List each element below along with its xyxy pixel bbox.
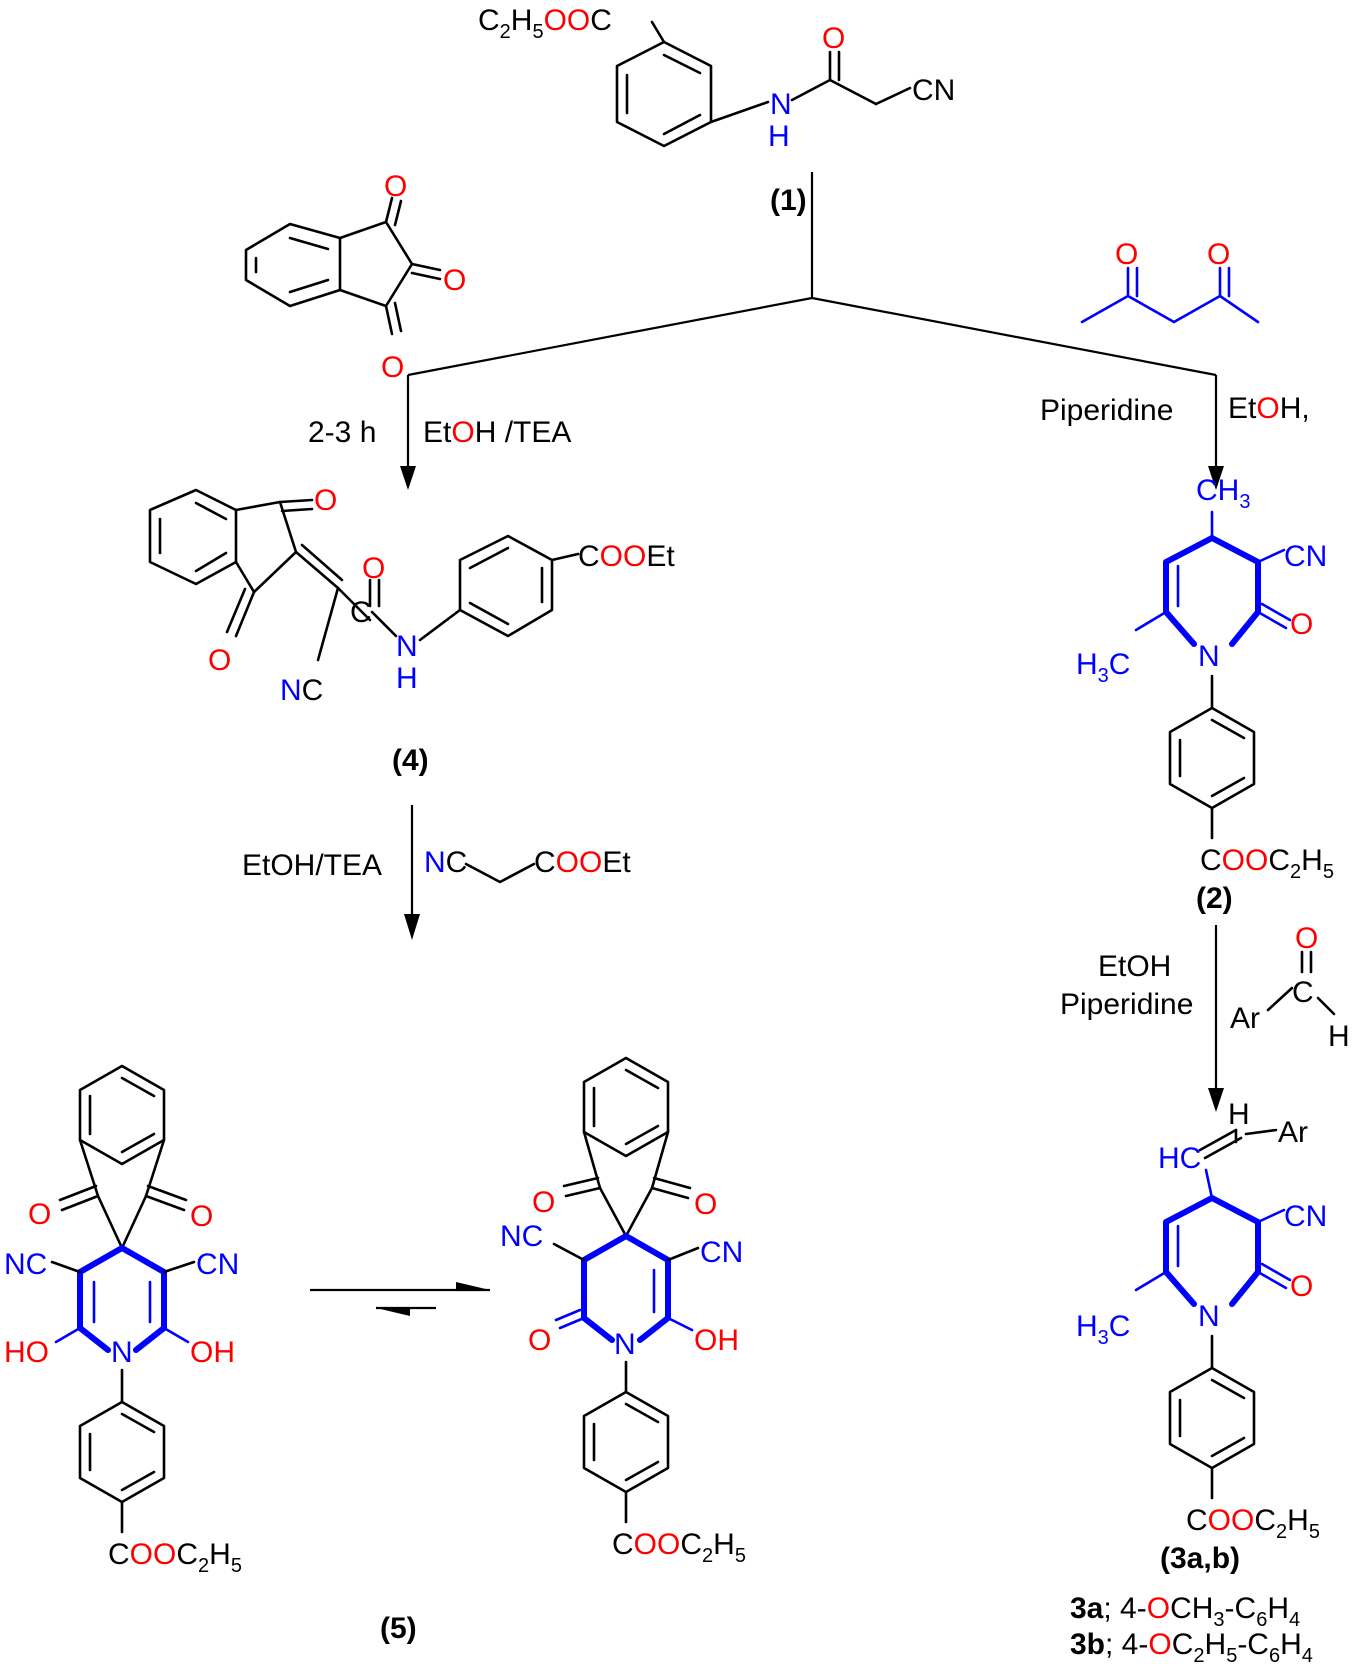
svg-text:O: O bbox=[1290, 608, 1313, 641]
amide-o: O bbox=[822, 22, 845, 55]
svg-text:O: O bbox=[314, 484, 337, 517]
svg-text:O: O bbox=[384, 170, 407, 203]
indanetrione: O O O bbox=[244, 170, 466, 384]
legend-3a: 3a; 4-OCH3-C6H4 bbox=[1070, 1592, 1300, 1631]
svg-text:O: O bbox=[532, 1186, 555, 1219]
equilibrium-arrows bbox=[310, 1282, 490, 1316]
label-5: (5) bbox=[380, 1612, 417, 1645]
nc-group-4: NC bbox=[280, 674, 323, 707]
svg-text:O: O bbox=[528, 1324, 551, 1357]
nitrile-cn: CN bbox=[912, 74, 955, 107]
svg-text:CN: CN bbox=[700, 1236, 743, 1269]
ester-group-4: COOEt bbox=[578, 540, 675, 573]
legend-3b: 3b; 4-OC2H5-C6H4 bbox=[1070, 1628, 1313, 1664]
svg-text:O: O bbox=[208, 644, 231, 677]
svg-text:O: O bbox=[28, 1198, 51, 1231]
branch-lines bbox=[400, 172, 1224, 490]
compound-4: O O NC O C N H COOEt (4) bbox=[148, 484, 675, 777]
h3c-group-2: H3C bbox=[1076, 648, 1130, 687]
step2-right: EtOH Piperidine Ar C O H bbox=[1060, 922, 1350, 1112]
label-3: (3a,b) bbox=[1160, 1542, 1240, 1575]
svg-text:O: O bbox=[362, 552, 385, 585]
svg-text:NC: NC bbox=[500, 1220, 543, 1253]
aldehyde-o: O bbox=[1295, 922, 1318, 955]
svg-text:N: N bbox=[111, 1336, 133, 1369]
svg-text:H: H bbox=[1228, 1098, 1250, 1131]
aldehyde-ar: Ar bbox=[1230, 1002, 1260, 1035]
svg-text:N: N bbox=[614, 1328, 636, 1361]
svg-text:O: O bbox=[1115, 238, 1138, 271]
svg-text:H: H bbox=[396, 662, 418, 695]
svg-text:N: N bbox=[1198, 640, 1220, 673]
compound-5: O O NC CN N HO OH COOC2H5 (5) bbox=[4, 1064, 417, 1645]
cond-right-solvent: EtOH, bbox=[1228, 392, 1310, 425]
svg-text:CN: CN bbox=[1284, 1200, 1327, 1233]
compound-1: C2H5OOC N H O CN (1) bbox=[478, 4, 955, 217]
svg-text:O: O bbox=[1207, 238, 1230, 271]
nh-h: H bbox=[768, 120, 790, 153]
svg-text:OH: OH bbox=[190, 1336, 235, 1369]
ester-group-3: COOC2H5 bbox=[1186, 1504, 1320, 1543]
svg-text:O: O bbox=[190, 1200, 213, 1233]
cyanoacetate: NC bbox=[424, 846, 467, 879]
svg-text:Piperidine: Piperidine bbox=[1060, 988, 1193, 1021]
nh-n: N bbox=[770, 88, 792, 121]
svg-text:C: C bbox=[350, 596, 372, 629]
svg-text:N: N bbox=[1198, 1300, 1220, 1333]
ester-group-5: COOC2H5 bbox=[108, 1538, 242, 1577]
svg-text:CN: CN bbox=[196, 1248, 239, 1281]
compound-5-tautomer: O O NC CN N O OH COOC2H5 bbox=[500, 1056, 746, 1567]
cyanoacetate-ester: COOEt bbox=[534, 846, 631, 879]
ch3-group-2: CH3 bbox=[1196, 474, 1250, 513]
svg-text:N: N bbox=[396, 630, 418, 663]
svg-text:H: H bbox=[1328, 1020, 1350, 1053]
svg-text:O: O bbox=[694, 1188, 717, 1221]
svg-text:EtOH/TEA: EtOH/TEA bbox=[242, 849, 382, 882]
svg-text:CN: CN bbox=[1284, 540, 1327, 573]
compound-3: H Ar HC CN O N H3C COOC2H5 (3a,b) bbox=[1076, 1098, 1327, 1575]
acetylacetone: O O bbox=[1080, 238, 1260, 324]
svg-text:HO: HO bbox=[4, 1336, 49, 1369]
ester-group-5b: COOC2H5 bbox=[612, 1528, 746, 1567]
svg-text:HC: HC bbox=[1158, 1142, 1201, 1175]
svg-text:Ar: Ar bbox=[1278, 1116, 1308, 1149]
label-4: (4) bbox=[392, 744, 429, 777]
label-1: (1) bbox=[770, 184, 807, 217]
svg-text:EtOH: EtOH bbox=[1098, 950, 1171, 983]
svg-text:O: O bbox=[1290, 1270, 1313, 1303]
ester-group-2: COOC2H5 bbox=[1200, 844, 1334, 883]
substituent-legend: 3a; 4-OCH3-C6H4 3b; 4-OC2H5-C6H4 bbox=[1070, 1592, 1313, 1664]
cond-left-solvent: EtOH /TEA bbox=[423, 416, 571, 449]
ester-group-1: C2H5OOC bbox=[478, 4, 612, 43]
compound-2: CH3 CN O N H3C COOC2H5 (2) bbox=[1076, 474, 1334, 915]
svg-text:NC: NC bbox=[4, 1248, 47, 1281]
svg-text:O: O bbox=[443, 264, 466, 297]
svg-text:C: C bbox=[1292, 976, 1314, 1009]
svg-text:OH: OH bbox=[694, 1324, 739, 1357]
cond-left-time: 2-3 h bbox=[308, 416, 376, 449]
cond-right-base: Piperidine bbox=[1040, 394, 1173, 427]
label-2: (2) bbox=[1196, 882, 1233, 915]
svg-text:O: O bbox=[381, 351, 404, 384]
h3c-group-3: H3C bbox=[1076, 1310, 1130, 1349]
step2-left: EtOH/TEA NC COOEt bbox=[242, 805, 631, 940]
